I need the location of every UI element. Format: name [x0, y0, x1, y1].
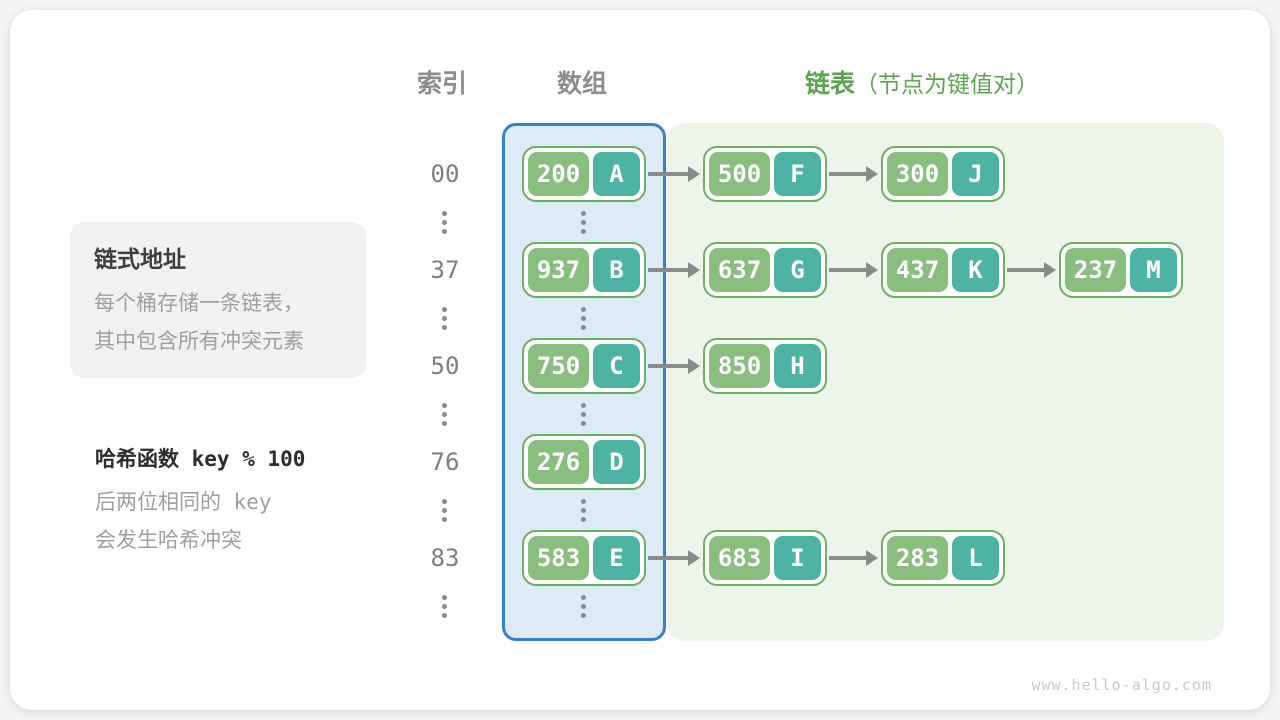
- node-value: B: [593, 248, 640, 292]
- ellipsis-dots-icon: [442, 307, 447, 330]
- arrow-connector-icon: [829, 556, 866, 560]
- arrow-connector-icon: [1007, 268, 1044, 272]
- ellipsis-dots-icon: [442, 595, 447, 618]
- node-key: 283: [887, 536, 948, 580]
- arrow-connector-icon: [829, 172, 866, 176]
- column-header-linked-list: 链表（节点为键值对）: [805, 64, 1039, 100]
- arrow-connector-icon: [648, 172, 688, 176]
- node-key: 850: [709, 344, 770, 388]
- node-key: 683: [709, 536, 770, 580]
- bucket-index-label: 83: [430, 544, 460, 572]
- bucket-index-label: 37: [430, 256, 460, 284]
- ellipsis-dots-icon: [442, 499, 447, 522]
- ellipsis-dots-icon: [581, 211, 586, 234]
- ellipsis-dots-icon: [442, 403, 447, 426]
- chaining-info-box: 链式地址 每个桶存储一条链表， 其中包含所有冲突元素: [70, 222, 366, 378]
- ellipsis-dots-icon: [581, 403, 586, 426]
- node-value: F: [774, 152, 821, 196]
- arrow-connector-icon: [829, 268, 866, 272]
- node-key: 637: [709, 248, 770, 292]
- diagram-card: 索引 数组 链表（节点为键值对） 链式地址 每个桶存储一条链表， 其中包含所有冲…: [10, 10, 1270, 710]
- ellipsis-dots-icon: [581, 499, 586, 522]
- node-value: A: [593, 152, 640, 196]
- node-value: E: [593, 536, 640, 580]
- hash-function-note: 哈希函数 key % 100 后两位相同的 key 会发生哈希冲突: [95, 443, 305, 559]
- arrow-connector-icon: [648, 556, 688, 560]
- hash-function-line1: 后两位相同的 key: [95, 490, 272, 514]
- chaining-info-line2: 其中包含所有冲突元素: [94, 329, 304, 353]
- hash-function-line2: 会发生哈希冲突: [95, 528, 242, 552]
- ellipsis-dots-icon: [581, 595, 586, 618]
- column-header-array: 数组: [556, 69, 607, 98]
- bucket-index-label: 50: [430, 352, 460, 380]
- ellipsis-dots-icon: [581, 307, 586, 330]
- watermark: www.hello-algo.com: [1031, 676, 1212, 694]
- chaining-info-line1: 每个桶存储一条链表，: [94, 291, 304, 315]
- node-key: 937: [528, 248, 589, 292]
- node-key: 583: [528, 536, 589, 580]
- node-key: 237: [1065, 248, 1126, 292]
- hash-function-title: 哈希函数 key % 100: [95, 447, 306, 471]
- node-value: G: [774, 248, 821, 292]
- node-value: D: [593, 440, 640, 484]
- node-key: 500: [709, 152, 770, 196]
- node-key: 437: [887, 248, 948, 292]
- node-key: 300: [887, 152, 948, 196]
- bucket-index-label: 00: [430, 160, 460, 188]
- column-header-linked-list-label: 链表: [805, 69, 856, 98]
- node-key: 276: [528, 440, 589, 484]
- node-value: I: [774, 536, 821, 580]
- node-value: C: [593, 344, 640, 388]
- column-header-index: 索引: [416, 69, 467, 98]
- node-key: 750: [528, 344, 589, 388]
- arrow-connector-icon: [648, 268, 688, 272]
- node-value: H: [774, 344, 821, 388]
- node-value: J: [952, 152, 999, 196]
- bucket-index-label: 76: [430, 448, 460, 476]
- column-header-linked-list-note: （节点为键值对）: [855, 72, 1040, 98]
- node-key: 200: [528, 152, 589, 196]
- ellipsis-dots-icon: [442, 211, 447, 234]
- chaining-info-title: 链式地址: [94, 247, 186, 273]
- arrow-connector-icon: [648, 364, 688, 368]
- node-value: K: [952, 248, 999, 292]
- node-value: L: [952, 536, 999, 580]
- node-value: M: [1130, 248, 1177, 292]
